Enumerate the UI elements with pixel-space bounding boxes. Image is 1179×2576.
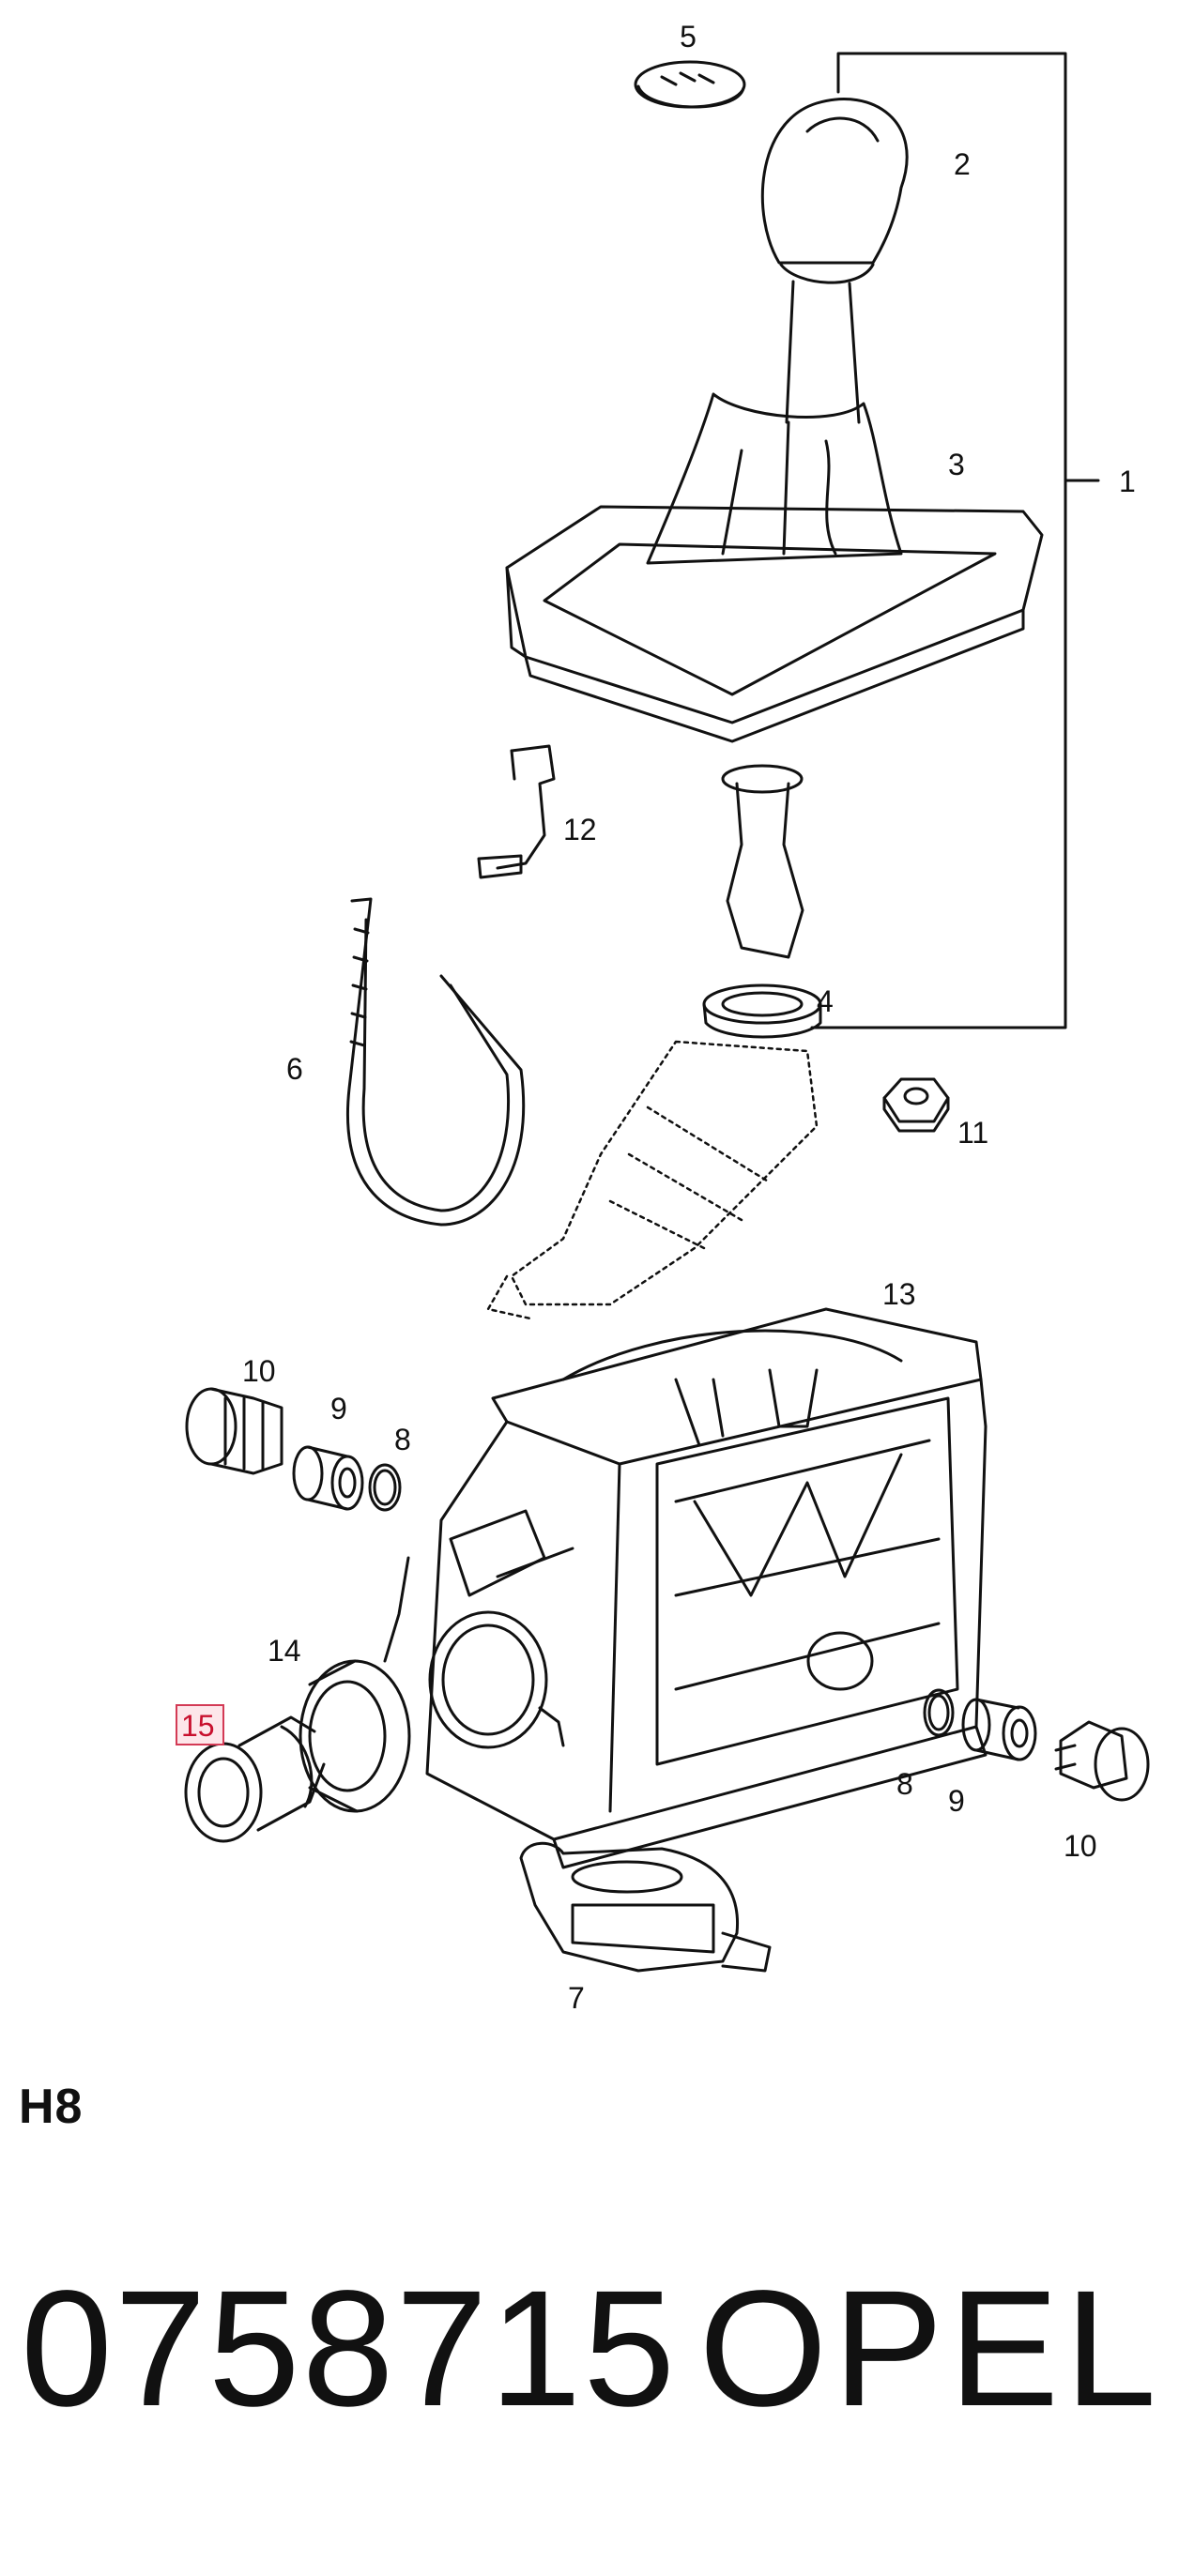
part-2-knob bbox=[760, 98, 909, 424]
assembly-1-bracket bbox=[810, 52, 1100, 1029]
callout-2: 2 bbox=[954, 147, 971, 181]
callout-6: 6 bbox=[286, 1052, 303, 1086]
part-8-oring-left bbox=[368, 1463, 402, 1512]
callout-13: 13 bbox=[882, 1277, 916, 1311]
callout-15-highlight bbox=[176, 1704, 224, 1745]
part-8-oring-right bbox=[923, 1688, 955, 1737]
callout-14: 14 bbox=[268, 1634, 301, 1668]
part-7-connector bbox=[519, 1841, 772, 1973]
callout-15: 15 bbox=[181, 1709, 215, 1743]
section-code: H8 bbox=[19, 2080, 84, 2134]
leader-14 bbox=[383, 1556, 410, 1663]
part-number: 0758715 bbox=[21, 2257, 678, 2441]
part-13-housing bbox=[425, 1307, 988, 1869]
callout-7: 7 bbox=[568, 1981, 585, 2015]
part-6-cable-tie bbox=[346, 897, 526, 1227]
lever-phantom-outline bbox=[486, 1040, 819, 1320]
part-15-bushing bbox=[184, 1715, 326, 1843]
part-10-plug-right bbox=[1054, 1720, 1150, 1802]
part-9-bushing-right bbox=[961, 1698, 1037, 1761]
part-3-gaiter bbox=[505, 392, 1044, 743]
callout-11: 11 bbox=[957, 1116, 988, 1150]
callout-4: 4 bbox=[817, 984, 834, 1018]
callout-1: 1 bbox=[1119, 465, 1136, 498]
callout-8-left: 8 bbox=[394, 1423, 411, 1456]
callout-10-right: 10 bbox=[1064, 1829, 1097, 1863]
housing-bore bbox=[428, 1610, 565, 1749]
part-14-bearing bbox=[299, 1659, 411, 1813]
callout-3: 3 bbox=[948, 448, 965, 481]
exploded-parts-diagram: 5 2 1 3 12 4 6 11 13 10 9 8 14 15 8 9 10… bbox=[176, 20, 1150, 2015]
callout-12: 12 bbox=[563, 813, 597, 846]
brand-name: OPEL bbox=[698, 2257, 1162, 2441]
callout-5: 5 bbox=[680, 20, 697, 53]
callout-8-right: 8 bbox=[896, 1767, 913, 1801]
callout-labels: 5 2 1 3 12 4 6 11 13 10 9 8 14 15 8 9 10… bbox=[181, 20, 1136, 2015]
part-11-nut bbox=[882, 1077, 950, 1133]
part-10-plug-left bbox=[185, 1387, 283, 1475]
part-9-bushing-left bbox=[292, 1445, 364, 1511]
callout-9-right: 9 bbox=[948, 1784, 965, 1818]
part-12-clip bbox=[477, 744, 556, 879]
part-5-cap bbox=[634, 60, 746, 109]
part-4-lever bbox=[702, 764, 822, 1039]
callout-10-left: 10 bbox=[242, 1354, 276, 1388]
callout-9-left: 9 bbox=[330, 1392, 347, 1425]
